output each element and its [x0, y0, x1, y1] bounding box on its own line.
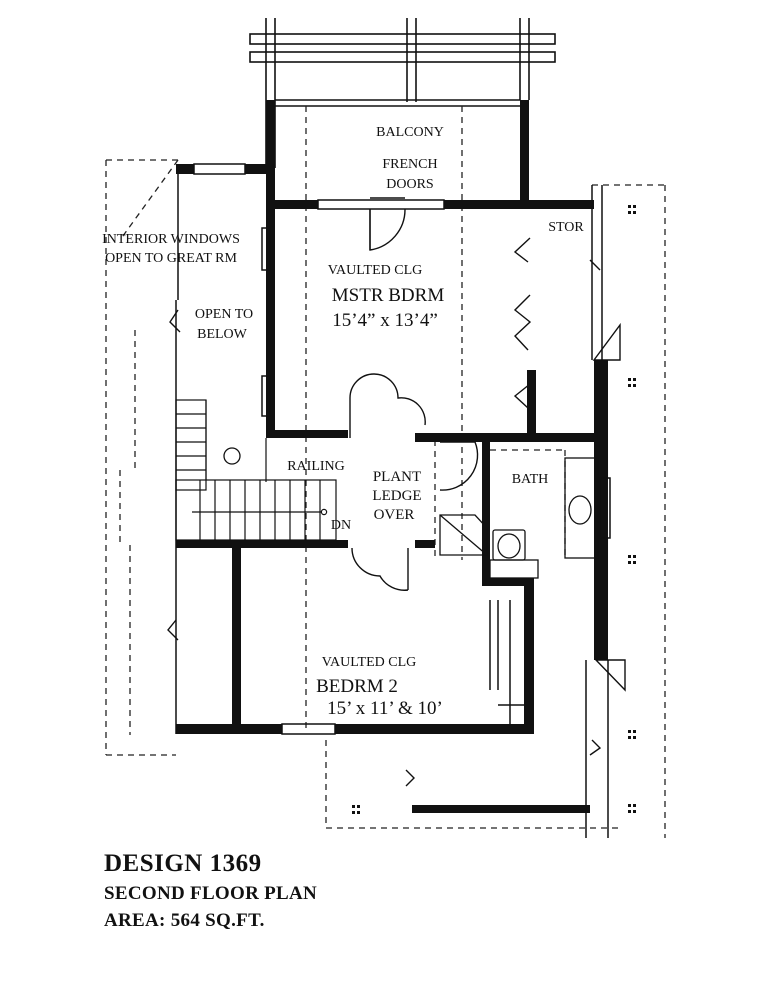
- plant-ledge-label-1: PLANT: [373, 469, 421, 485]
- plant-ledge-label-2: LEDGE: [372, 488, 421, 504]
- dashed-overhang-lines: [105, 106, 666, 838]
- open-to-below-label-1: OPEN TO: [195, 307, 253, 322]
- stor-label: STOR: [548, 220, 584, 235]
- french-doors-label-2: DOORS: [386, 177, 433, 192]
- post-markers: [352, 205, 636, 814]
- plant-ledge-label-3: OVER: [374, 507, 415, 523]
- design-number: DESIGN 1369: [104, 850, 262, 877]
- master-bedroom-ceiling-label: VAULTED CLG: [328, 263, 423, 278]
- interior-windows-label-2: OPEN TO GREAT RM: [105, 251, 237, 266]
- master-bedroom-size: 15’4” x 13’4”: [332, 310, 438, 331]
- open-to-below-label-2: BELOW: [197, 327, 248, 342]
- stairs-down-label: DN: [331, 518, 351, 533]
- bedroom-2-size: 15’ x 11’ & 10’: [327, 698, 443, 719]
- master-bedroom-name: MSTR BDRM: [332, 285, 445, 306]
- wall-outlines: [175, 163, 611, 838]
- stairs: [175, 399, 337, 541]
- interior-windows-label-1: INTERIOR WINDOWS: [102, 232, 240, 247]
- bedroom-2-ceiling-label: VAULTED CLG: [322, 655, 417, 670]
- balcony-railing: [249, 18, 556, 168]
- corner-braces: [592, 322, 626, 692]
- bedroom-2-name: BEDRM 2: [316, 676, 398, 697]
- french-doors-label-1: FRENCH: [382, 157, 437, 172]
- balcony-label: BALCONY: [376, 125, 444, 140]
- plan-type: SECOND FLOOR PLAN: [104, 883, 318, 904]
- bath-label: BATH: [512, 472, 549, 487]
- plan-area: AREA: 564 SQ.FT.: [104, 910, 265, 931]
- walls: [176, 100, 608, 813]
- railing-label: RAILING: [287, 459, 345, 474]
- doors: [167, 208, 602, 787]
- plan-title-block: DESIGN 1369 SECOND FLOOR PLAN AREA: 564 …: [104, 848, 317, 934]
- bath-fixtures: [223, 447, 599, 579]
